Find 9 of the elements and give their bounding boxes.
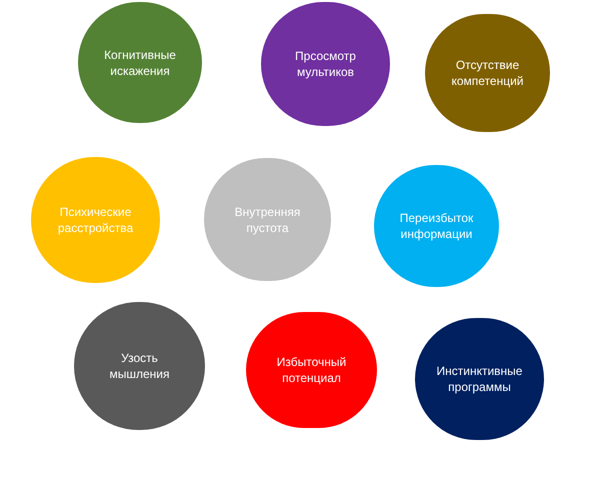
circle-label: Внутренняя пустота: [234, 204, 302, 236]
circle-label: Отсутствие компетенций: [450, 57, 525, 89]
circle-label: Узость мышления: [108, 350, 170, 382]
circle-label: Психические расстройства: [56, 204, 134, 236]
circle-label: Избыточный потенциал: [276, 354, 348, 386]
circle-label: Когнитивные искажения: [103, 46, 177, 78]
circle-label: Прсосмотр мультиков: [294, 48, 357, 80]
circle-label: Переизбыток информации: [398, 210, 474, 242]
circle-label: Инстинктивные программы: [436, 363, 524, 395]
